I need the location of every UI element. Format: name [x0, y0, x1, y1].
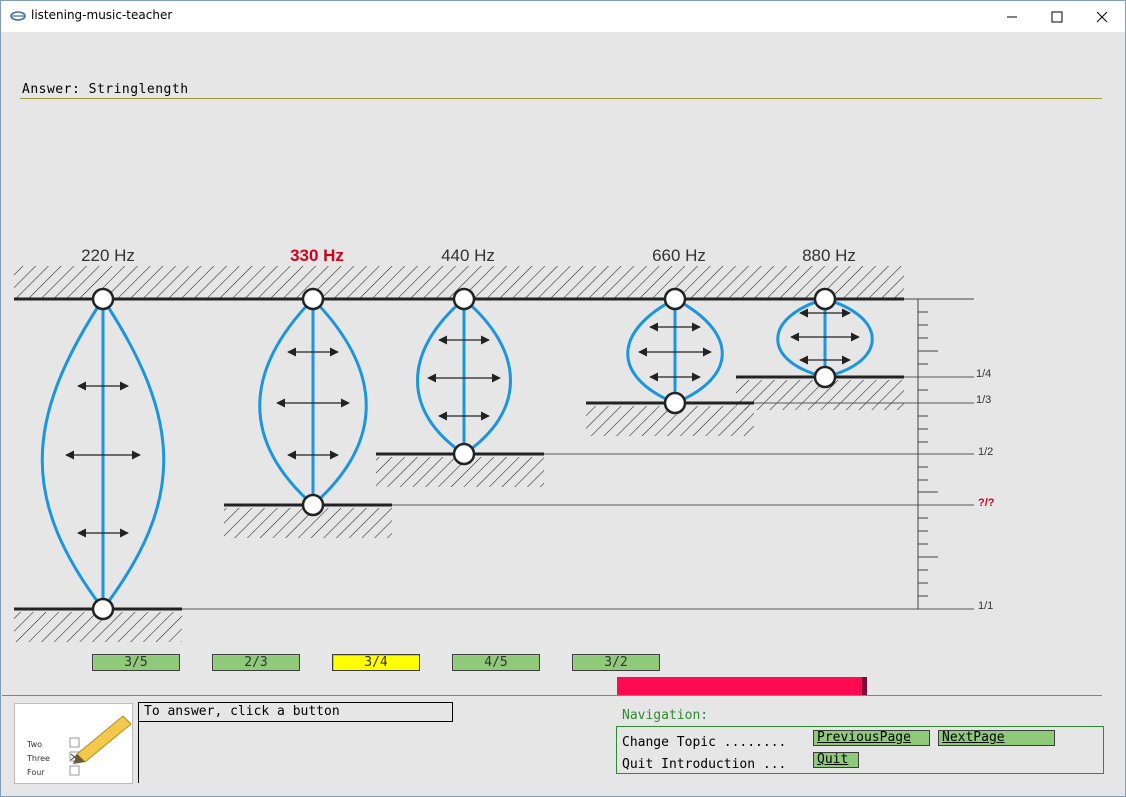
divider [20, 98, 1102, 99]
vibration-arrows [65, 308, 860, 538]
choice-button-2[interactable]: 2/3 [212, 654, 300, 671]
minimize-button[interactable] [989, 1, 1035, 32]
quiz-thumbnail: Two Three Four [14, 703, 133, 784]
navigation-title: Navigation: [622, 708, 709, 723]
choice-button-3-selected[interactable]: 3/4 [332, 654, 420, 671]
node-660-top [663, 287, 687, 311]
string-220 [40, 298, 166, 610]
scale-label-third: 1/3 [976, 394, 991, 406]
quit-intro-label: Quit Introduction ... [622, 757, 787, 772]
node-330-bottom [301, 493, 325, 517]
maximize-button[interactable] [1034, 1, 1080, 32]
change-topic-label: Change Topic ........ [622, 735, 787, 750]
scale-label-quarter: 1/4 [976, 368, 991, 380]
progress-bar [617, 677, 867, 696]
scale-label-unknown: ?/? [978, 497, 995, 509]
app-icon [10, 11, 26, 21]
string-length-diagram: 1/4 1/3 1/2 ?/? 1/1 220 Hz 330 Hz 440 Hz… [14, 246, 995, 642]
next-page-button[interactable]: NextPage [938, 730, 1055, 746]
node-660-bottom [663, 391, 687, 415]
string-660 [626, 297, 724, 405]
node-880-bottom [813, 365, 837, 389]
ruler [917, 299, 938, 609]
quit-button[interactable]: Quit [813, 752, 859, 768]
answer-prompt: To answer, click a button [138, 702, 453, 722]
freq-label-330: 330 Hz [290, 246, 344, 265]
progress-bar-end [862, 677, 867, 696]
node-880-top [813, 287, 837, 311]
choice-button-4[interactable]: 4/5 [452, 654, 540, 671]
title-bar: listening-music-teacher [1, 1, 1125, 32]
freq-label-880: 880 Hz [802, 246, 856, 265]
scale-label-whole: 1/1 [978, 600, 993, 612]
freq-label-220: 220 Hz [81, 246, 135, 265]
close-icon [1096, 11, 1108, 22]
choice-button-1[interactable]: 3/5 [92, 654, 180, 671]
divider [138, 721, 139, 783]
main-content: Answer: Stringlength [2, 32, 1124, 796]
node-440-bottom [452, 442, 476, 466]
thumbnail-option: Three [27, 754, 50, 763]
maximize-icon [1051, 11, 1063, 22]
node-220-bottom [91, 597, 115, 621]
minimize-icon [1007, 16, 1017, 17]
choice-button-5[interactable]: 3/2 [572, 654, 660, 671]
freq-label-440: 440 Hz [441, 246, 495, 265]
string-880 [776, 297, 874, 379]
node-330-top [301, 287, 325, 311]
node-220-top [91, 287, 115, 311]
answer-label: Answer: Stringlength [22, 82, 189, 97]
thumbnail-option: Four [27, 768, 45, 777]
pencil-checkbox-icon [69, 715, 132, 776]
string-440 [416, 297, 512, 456]
window-title: listening-music-teacher [31, 8, 173, 22]
previous-page-button[interactable]: PreviousPage [813, 730, 930, 746]
freq-label-660: 660 Hz [652, 246, 706, 265]
divider [2, 695, 1102, 696]
string-330 [258, 297, 368, 507]
node-440-top [452, 287, 476, 311]
reference-lines [182, 376, 974, 610]
scale-label-half: 1/2 [978, 446, 993, 458]
navigation-panel [616, 726, 1104, 774]
thumbnail-option: Two [27, 740, 42, 749]
close-button[interactable] [1079, 1, 1125, 32]
